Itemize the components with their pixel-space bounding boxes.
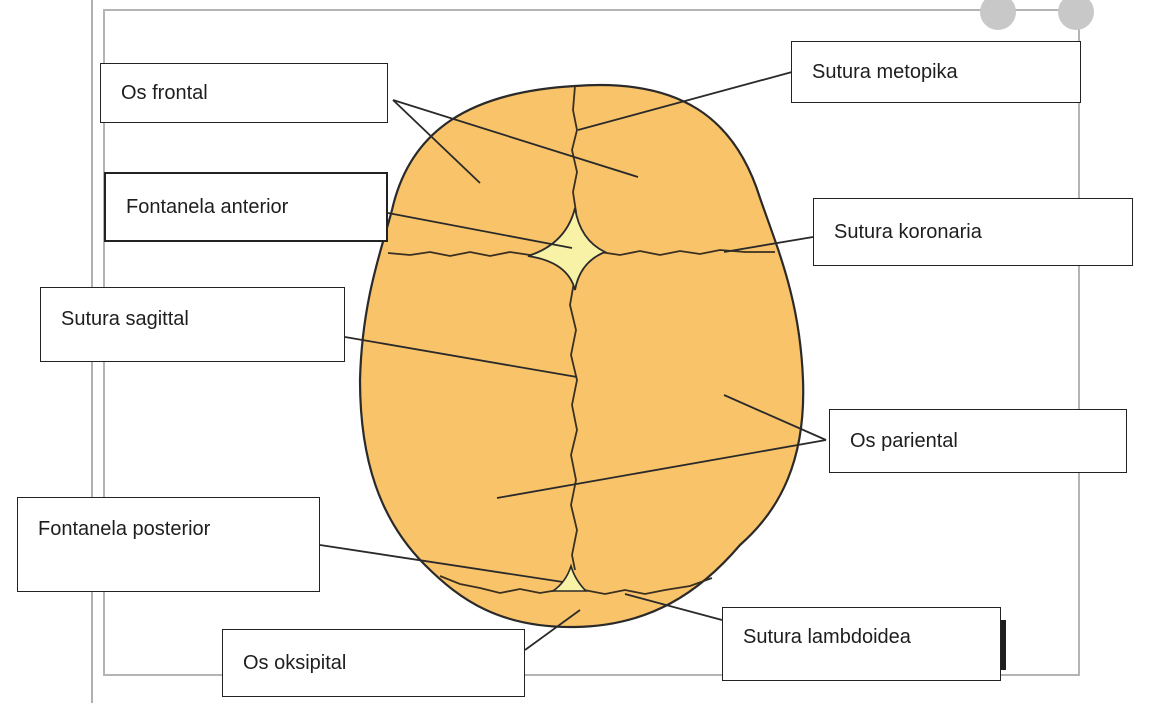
label-fontanela-anterior: Fontanela anterior (104, 172, 388, 242)
label-os-pariental: Os pariental (829, 409, 1127, 473)
label-fontanela-posterior: Fontanela posterior (17, 497, 320, 592)
label-sutura-metopika: Sutura metopika (791, 41, 1081, 103)
label-os-frontal: Os frontal (100, 63, 388, 123)
label-sutura-sagittal: Sutura sagittal (40, 287, 345, 362)
label-os-oksipital: Os oksipital (222, 629, 525, 697)
skull-outline (360, 85, 803, 627)
label-sutura-lambdoidea: Sutura lambdoidea (722, 607, 1001, 681)
label-sutura-koronaria: Sutura koronaria (813, 198, 1133, 266)
